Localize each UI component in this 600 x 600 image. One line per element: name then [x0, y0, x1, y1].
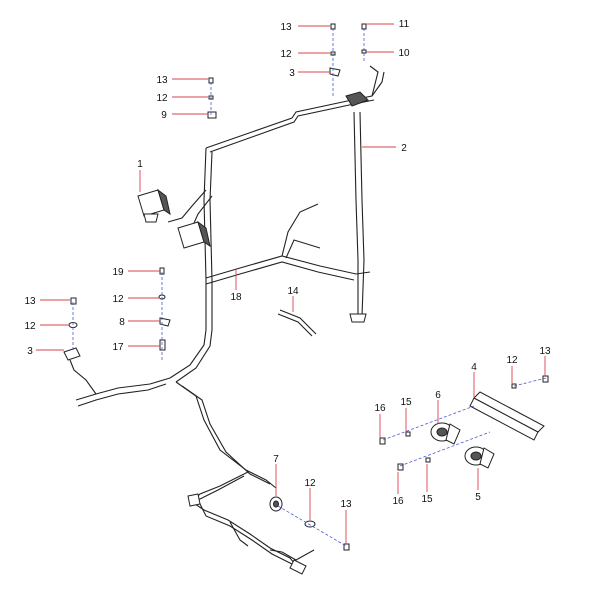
callout-15: 15	[421, 494, 433, 505]
grommet-7	[269, 496, 283, 512]
callout-13: 13	[24, 296, 36, 307]
callout-10: 10	[398, 48, 410, 59]
callout-15: 15	[400, 397, 412, 408]
callout-13: 13	[156, 75, 168, 86]
callout-6: 6	[435, 390, 441, 401]
callout-12: 12	[24, 321, 36, 332]
callout-1: 1	[137, 159, 143, 170]
callout-12: 12	[280, 49, 292, 60]
callout-13: 13	[280, 22, 292, 33]
callout-13: 13	[340, 499, 352, 510]
speaker-upper	[430, 422, 461, 445]
callout-3: 3	[27, 346, 33, 357]
callout-8: 8	[119, 317, 125, 328]
end-connector	[187, 493, 307, 575]
assembly-axes	[72, 28, 547, 547]
callout-12: 12	[304, 478, 316, 489]
work-lamp-upper	[137, 188, 171, 223]
callout-13: 13	[539, 346, 551, 357]
callout-12: 12	[156, 93, 168, 104]
speaker-bracket	[469, 391, 545, 441]
fasteners	[68, 23, 549, 551]
callout-5: 5	[475, 492, 481, 503]
cable-tie	[277, 309, 317, 337]
callout-2: 2	[401, 143, 407, 154]
callout-4: 4	[471, 362, 477, 373]
callout-11: 11	[399, 19, 410, 30]
callout-labels: 13 11 12 10 3 13 12 9 2 1 19 12 18 13 12…	[24, 19, 551, 510]
callout-19: 19	[112, 267, 124, 278]
callout-17: 17	[112, 342, 124, 353]
callout-14: 14	[287, 286, 299, 297]
connector-bracket-left	[63, 347, 81, 361]
callout-18: 18	[230, 292, 242, 303]
main-harness	[69, 65, 385, 571]
speaker-lower	[464, 446, 495, 469]
callout-3: 3	[289, 68, 295, 79]
callout-7: 7	[273, 454, 279, 465]
callout-16: 16	[392, 496, 404, 507]
work-lamp-lower	[177, 220, 211, 249]
callout-12: 12	[506, 355, 518, 366]
callout-16: 16	[374, 403, 386, 414]
leader-lines	[36, 23, 546, 544]
antenna-mount	[345, 91, 369, 323]
callout-9: 9	[161, 110, 167, 121]
callout-12: 12	[112, 294, 124, 305]
